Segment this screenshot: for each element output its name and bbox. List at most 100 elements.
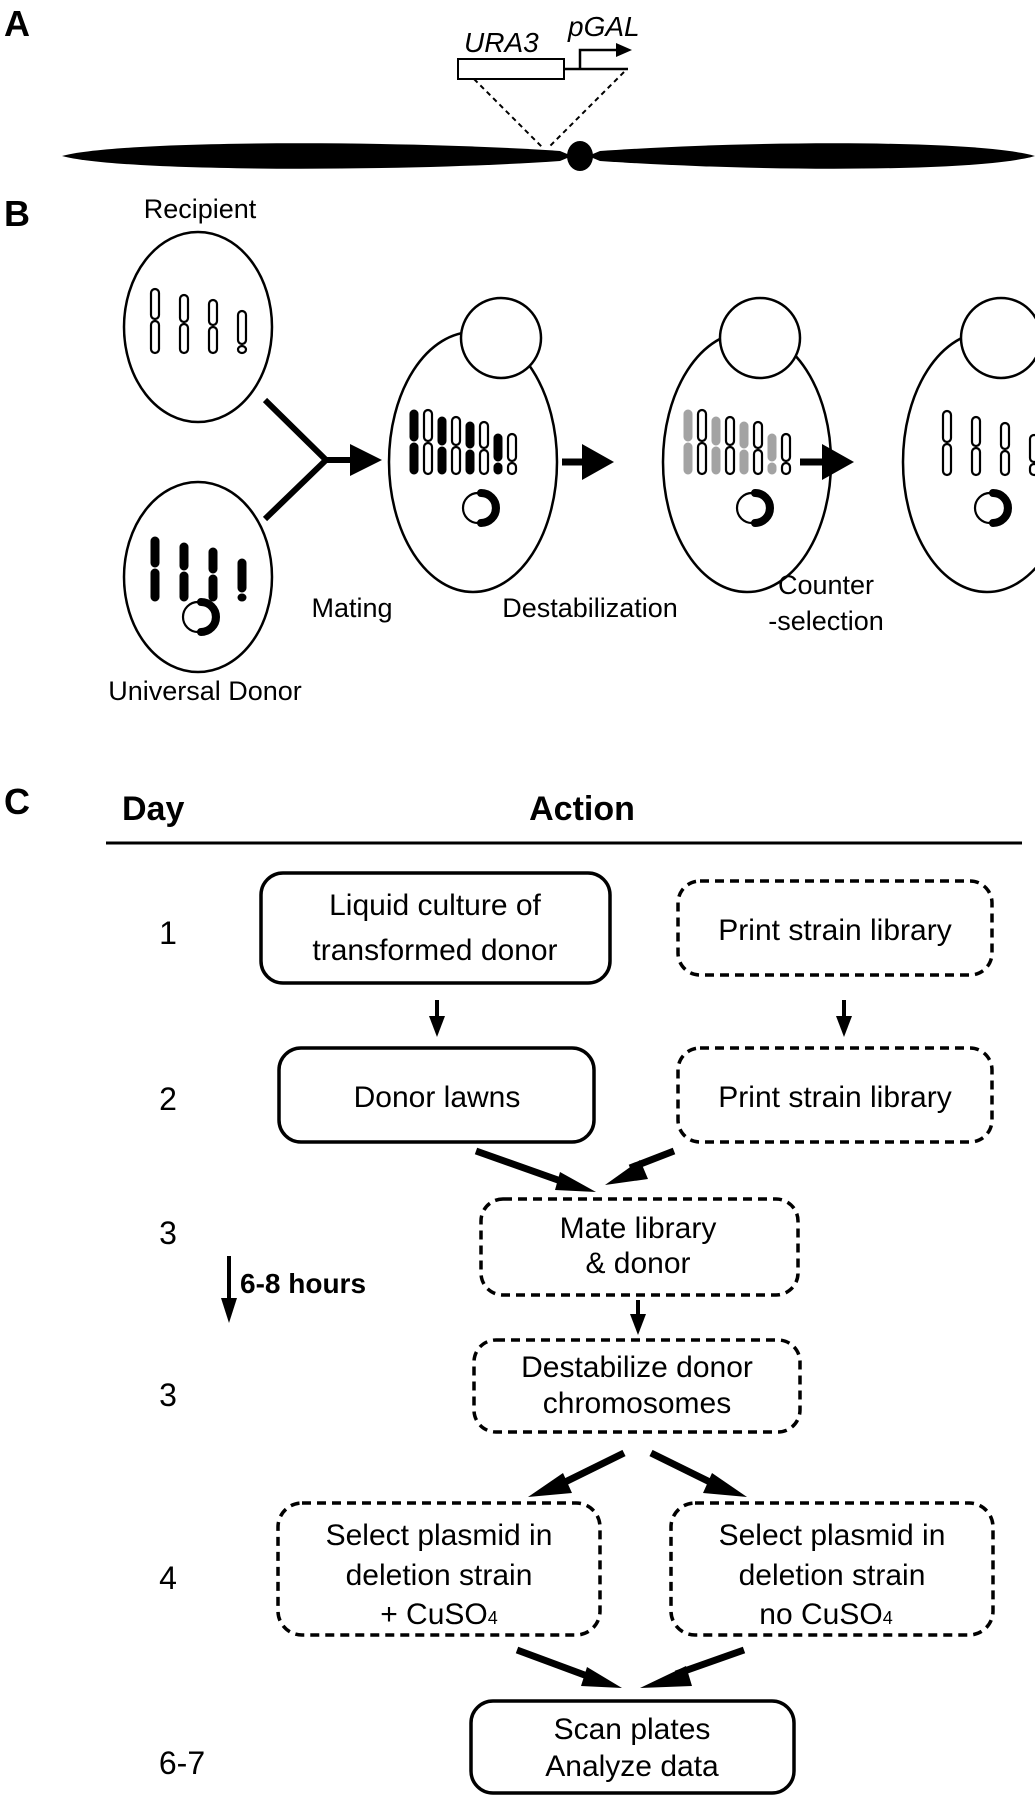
- centromere: [567, 141, 593, 171]
- promoter-arrow-icon: [578, 48, 620, 69]
- day-label-6-7: 6-7: [159, 1745, 205, 1781]
- chromosome-right-arm: [588, 143, 1035, 169]
- box-text-line: Donor lawns: [354, 1081, 521, 1114]
- recipient-chromosome: [506, 432, 518, 476]
- donor-chromosome: [465, 421, 475, 475]
- day-label-3b: 3: [159, 1377, 177, 1413]
- arrow-select-cu-to-scan: [515, 1646, 622, 1688]
- chromosome-left-arm: [62, 143, 572, 169]
- header-action: Action: [529, 790, 635, 828]
- insertion-line-left: [473, 78, 544, 149]
- donor-chromosome: [767, 433, 777, 475]
- destabilization-arrow: [562, 444, 614, 480]
- step-selection-label: -selection: [768, 606, 884, 636]
- plasmid-marker-segment: [751, 489, 774, 527]
- diploid-chromosomes: [409, 408, 518, 476]
- box-select-cu: Select plasmid in deletion strain + CuSO…: [276, 1501, 602, 1637]
- plasmid-marker-segment: [197, 598, 220, 636]
- arrow-mate-to-destabilize: [630, 1300, 646, 1335]
- arrow-select-nocu-to-scan: [640, 1646, 746, 1688]
- box-text-line: deletion strain: [739, 1559, 926, 1592]
- box-print-library-2: Print strain library: [676, 1046, 994, 1144]
- insertion-line-right: [547, 71, 625, 149]
- box-text-line: transformed donor: [312, 934, 557, 967]
- day-label-1: 1: [159, 915, 177, 951]
- donor-plasmid-icon: [181, 598, 220, 636]
- svg-text:no CuSO4: no CuSO4: [759, 1598, 892, 1631]
- recipient-chromosome: [752, 420, 764, 476]
- ura3-label: URA3: [464, 27, 539, 58]
- chromosome-3: [207, 298, 219, 355]
- chromosome-2: [178, 293, 190, 355]
- plasmid-marker-segment: [989, 489, 1012, 527]
- box-text-line: Analyze data: [545, 1750, 719, 1783]
- destabilized-cell: [661, 296, 833, 594]
- box-scan: Scan plates Analyze data: [469, 1699, 796, 1795]
- recipient-chromosome: [478, 420, 490, 476]
- day-label-4: 4: [159, 1560, 177, 1596]
- arrow-print-to-mate: [605, 1147, 676, 1185]
- destabilized-chromosomes: [683, 408, 792, 476]
- arrow-culture-to-lawns: [429, 1000, 445, 1037]
- panel-a: A URA3 pGAL: [4, 3, 1035, 171]
- cuso4-label: + CuSO: [380, 1598, 488, 1631]
- chromosome-2: [179, 542, 189, 602]
- mating-arrow: [262, 397, 382, 522]
- box-text-line: Mate library: [560, 1212, 717, 1245]
- final-chromosomes: [941, 409, 1035, 477]
- recipient-chromosome: [724, 415, 736, 476]
- chromosome-3: [208, 547, 218, 602]
- box-donor-lawns: Donor lawns: [277, 1046, 596, 1144]
- step-counter-label: Counter: [778, 570, 874, 600]
- donor-chromosome: [493, 433, 503, 475]
- recipient-chromosome-3: [999, 421, 1011, 477]
- panel-c: C Day Action 1 2 3 3 4 6-7 6-8 hours Liq…: [4, 781, 1022, 1795]
- arrow-lawns-to-mate: [474, 1147, 596, 1192]
- box-text-line: Select plasmid in: [326, 1519, 553, 1552]
- no-cuso4-label: no CuSO: [759, 1598, 882, 1631]
- recipient-label: Recipient: [144, 194, 257, 224]
- box-text-line: Print strain library: [718, 914, 951, 947]
- donor-chromosome: [683, 409, 693, 475]
- no-cuso4-subscript: 4: [883, 1608, 893, 1628]
- day-label-3a: 3: [159, 1215, 177, 1251]
- recipient-chromosome: [696, 408, 708, 476]
- donor-chromosome: [409, 409, 419, 475]
- diploid-plasmid-icon: [461, 489, 500, 527]
- recipient-chromosome-4: [1028, 433, 1035, 477]
- recipient-chromosome: [780, 432, 792, 476]
- box-liquid-culture: Liquid culture of transformed donor: [259, 871, 612, 985]
- box-text-line: chromosomes: [543, 1387, 731, 1420]
- donor-chromosomes: [150, 536, 247, 602]
- pgal-label: pGAL: [567, 11, 640, 42]
- chromosome-4: [237, 558, 247, 602]
- final-plasmid-icon: [973, 489, 1012, 527]
- box-text-line: Print strain library: [718, 1081, 951, 1114]
- recipient-chromosome-2: [970, 415, 982, 477]
- ura3-gene-box: [457, 58, 565, 80]
- box-text-line: Select plasmid in: [719, 1519, 946, 1552]
- interval-label: 6-8 hours: [240, 1268, 366, 1299]
- step-mating-label: Mating: [311, 593, 392, 623]
- step-destabilization-label: Destabilization: [502, 593, 678, 623]
- box-text-line: & donor: [585, 1247, 690, 1280]
- diploid-cell: [387, 296, 559, 594]
- promoter-arrowhead: [616, 43, 632, 57]
- interval-arrow: [221, 1256, 237, 1323]
- svg-text:+ CuSO4: + CuSO4: [380, 1598, 498, 1631]
- panel-b: B Recipient Universal Donor Mating: [4, 193, 1035, 706]
- arrow-print1-to-print2: [836, 1000, 852, 1037]
- recipient-chromosome: [422, 408, 434, 476]
- chromosome-1: [149, 287, 161, 355]
- chromosome-4: [236, 309, 248, 355]
- final-cell: [901, 296, 1035, 594]
- plasmid-marker-segment: [477, 489, 500, 527]
- box-select-nocu: Select plasmid in deletion strain no CuS…: [669, 1501, 995, 1637]
- donor-label: Universal Donor: [108, 676, 302, 706]
- panel-c-label: C: [4, 781, 30, 822]
- donor-chromosome: [437, 416, 447, 475]
- recipient-chromosome: [450, 415, 462, 476]
- box-destabilize: Destabilize donor chromosomes: [472, 1338, 802, 1434]
- chromosome-1: [150, 536, 160, 602]
